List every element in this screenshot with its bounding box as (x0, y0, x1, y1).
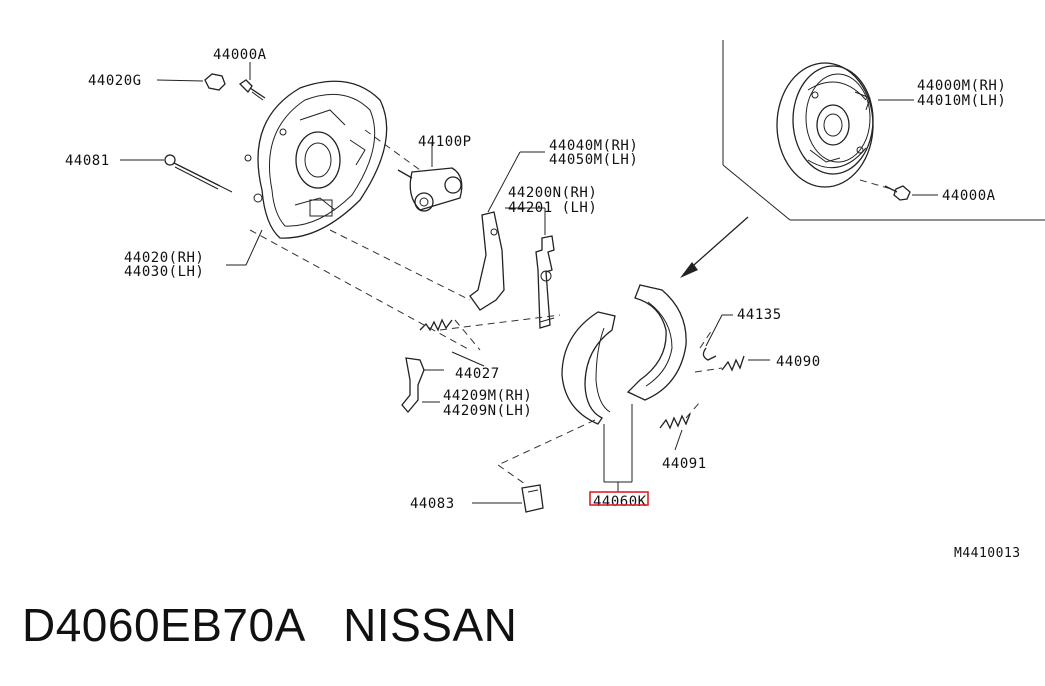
label-44201: 44201 (LH) (508, 200, 597, 216)
brake-shoe-icon (626, 284, 687, 401)
label-44040m: 44040M(RH) (549, 138, 638, 154)
label-44135: 44135 (737, 307, 782, 323)
label-44030-lh: 44030(LH) (124, 264, 204, 280)
brake-shoe-icon (561, 311, 616, 425)
nut-icon (204, 73, 226, 91)
label-44100p: 44100P (418, 134, 472, 150)
direction-arrow-icon (680, 216, 749, 278)
adjuster-icon (535, 235, 555, 329)
part-number: D4060EB70A (22, 599, 304, 651)
brake-assembly-icon (776, 62, 896, 191)
spring-icon (419, 318, 453, 332)
label-44000a-top: 44000A (213, 47, 267, 63)
label-44050m: 44050M(LH) (549, 152, 638, 168)
leader-lines (120, 62, 938, 504)
parking-lever-icon (469, 211, 505, 311)
label-44083: 44083 (410, 496, 455, 512)
highlight-box (589, 491, 649, 506)
label-44010m: 44010M(LH) (917, 93, 1006, 109)
bolt-icon (884, 185, 911, 201)
clip-icon (521, 484, 544, 513)
label-44000m: 44000M(RH) (917, 78, 1006, 94)
backing-plate-icon (244, 80, 388, 239)
label-44000a-right: 44000A (942, 188, 996, 204)
label-44060k: 44060K (593, 494, 647, 510)
label-44081: 44081 (65, 153, 110, 169)
relation-lines (249, 129, 723, 485)
long-bolt-icon (164, 154, 233, 193)
label-44209m: 44209M(RH) (443, 388, 532, 404)
clip-icon (702, 347, 717, 361)
label-44091: 44091 (662, 456, 707, 472)
wheel-cylinder-icon (397, 167, 463, 212)
label-44020g: 44020G (88, 73, 142, 89)
label-44027: 44027 (455, 366, 500, 382)
spring-icon (721, 355, 745, 372)
bolt-icon (238, 79, 266, 101)
label-44200n: 44200N(RH) (508, 185, 597, 201)
caption: D4060EB70A NISSAN (22, 598, 517, 652)
label-44209n: 44209N(LH) (443, 403, 532, 419)
label-44090: 44090 (776, 354, 821, 370)
brand-name: NISSAN (343, 599, 518, 651)
spring-icon (659, 413, 691, 430)
label-44020-rh: 44020(RH) (124, 250, 204, 266)
diagram-reference-code: M4410013 (954, 546, 1021, 561)
bracket-icon (401, 357, 425, 414)
inset-frame (722, 40, 1045, 221)
